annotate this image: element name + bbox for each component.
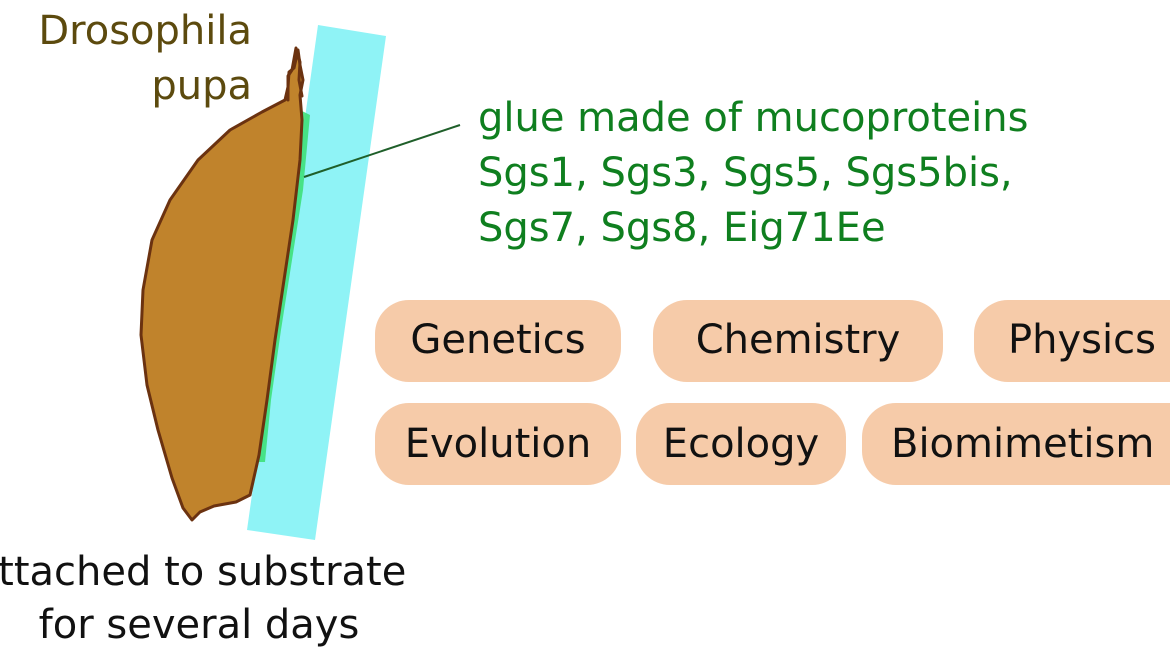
substrate-caption-line-2: for several days [39, 602, 360, 648]
pupa-body [139, 48, 305, 522]
pupa-horn [286, 46, 304, 102]
glue-leader-line [303, 124, 461, 178]
glue-label-line-2: Sgs1, Sgs3, Sgs5, Sgs5bis, [478, 150, 1013, 196]
pupa-label-line-2: pupa [151, 63, 252, 109]
glue-label-line-1: glue made of mucoproteins [478, 95, 1028, 141]
glue-label-line-3: Sgs7, Sgs8, Eig71Ee [478, 205, 886, 251]
tag-ecology: Ecology [636, 403, 846, 485]
tag-biomimetism: Biomimetism [862, 403, 1170, 485]
pupa-label-line-1: Drosophila [38, 8, 252, 54]
tag-chemistry: Chemistry [653, 300, 943, 382]
tag-genetics: Genetics [375, 300, 621, 382]
tag-physics: Physics [974, 300, 1170, 382]
tag-label: Ecology [663, 421, 819, 467]
substrate-caption-line-1: attached to substrate [0, 549, 406, 595]
tag-evolution: Evolution [375, 403, 621, 485]
tag-label: Genetics [410, 317, 585, 363]
tag-label: Physics [1008, 317, 1156, 363]
tag-label: Chemistry [696, 317, 901, 363]
tag-label: Biomimetism [891, 421, 1154, 467]
tag-label: Evolution [405, 421, 592, 467]
substrate-strip [247, 25, 386, 540]
